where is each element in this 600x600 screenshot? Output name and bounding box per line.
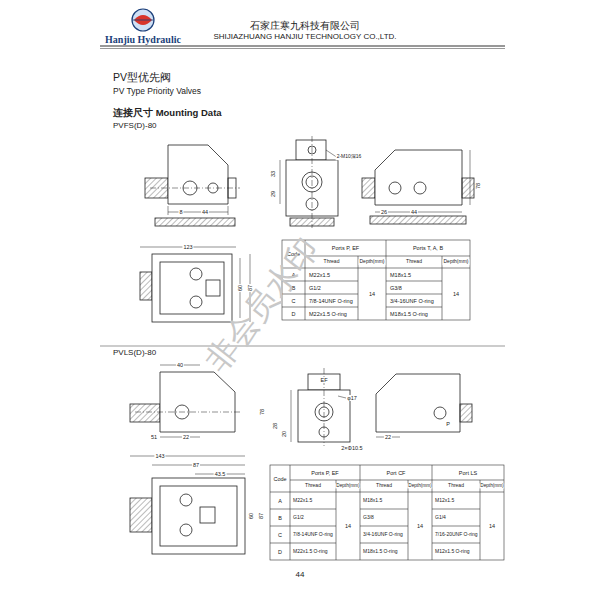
pvfs-views xyxy=(140,136,474,322)
dimension: φ17 xyxy=(346,395,358,401)
table-cell: 14 xyxy=(368,291,376,297)
dimension: 40 xyxy=(176,362,184,368)
table-cell: M18x1.5 O-ring xyxy=(389,310,429,316)
table-cell: M18x1.5 xyxy=(362,498,383,504)
table-header: Code xyxy=(272,475,287,481)
table-header: Depth(mm) xyxy=(479,483,504,488)
page-number: 44 xyxy=(295,571,306,580)
table-header: Thread xyxy=(323,259,341,265)
dimension: 2-M10深16 xyxy=(336,154,363,160)
brand-name: Hanjiu Hydraulic xyxy=(104,34,182,45)
table-cell: 14 xyxy=(416,523,424,529)
model-name: PVLS(D)-80 xyxy=(112,349,157,358)
table-header: Thread xyxy=(375,483,393,489)
dimension: 20 xyxy=(281,430,287,438)
table-header: Depth(mm) xyxy=(358,259,385,265)
table-cell: 7/8-14UNF O-ring xyxy=(292,532,334,538)
dimension: 22 xyxy=(182,434,190,440)
table-cell: 3/4-16UNF O-ring xyxy=(389,297,435,303)
dimension: 87 xyxy=(258,512,264,520)
table-header: Thread xyxy=(447,483,465,489)
header-rule xyxy=(100,46,505,49)
table-cell: 7/16-20UNF O-ring xyxy=(434,532,479,538)
dimension: 78 xyxy=(259,408,265,416)
table-cell: 14 xyxy=(452,291,460,297)
page-title: PV型优先阀 xyxy=(112,72,172,84)
table-cell: C xyxy=(291,297,297,303)
table-header: Port CF xyxy=(386,469,407,475)
table-cell: M22x1.5 xyxy=(308,271,331,277)
table-cell: C xyxy=(277,531,283,537)
table-cell: 14 xyxy=(344,523,352,529)
table-header: Thread xyxy=(304,483,322,489)
table-header: Thread xyxy=(405,259,423,265)
table-header: Depth(mm) xyxy=(335,483,360,488)
dimension: 26 xyxy=(380,209,388,215)
table-grid xyxy=(270,465,504,560)
table-header: Ports P, EF xyxy=(331,245,360,251)
port-label: EF xyxy=(319,377,328,383)
table-header: Ports P, EF xyxy=(310,469,339,475)
watermark: 非会员水印 xyxy=(199,231,325,379)
table-cell: M18x1.5 xyxy=(389,271,412,277)
dimension: 33 xyxy=(270,170,276,178)
dimension: 44 xyxy=(410,209,418,215)
table-cell: M22x1.5 O-ring xyxy=(292,549,328,555)
table-cell: G3/8 xyxy=(362,515,375,521)
company-logo xyxy=(132,9,154,31)
subtitle: PV Type Priority Valves xyxy=(112,87,202,96)
table-cell: G1/4 xyxy=(434,515,447,521)
dimension: 87 xyxy=(192,462,200,468)
dimension: 8 xyxy=(178,209,183,215)
table-cell: M22x1.5 O-ring xyxy=(308,310,348,316)
table-cell: D xyxy=(291,310,297,316)
table-cell: D xyxy=(277,548,283,554)
dimension: 28 xyxy=(272,422,278,430)
section-rule xyxy=(100,346,505,347)
dimension: 78 xyxy=(475,182,481,190)
pvls-views xyxy=(130,365,472,554)
table-cell: M22x1.5 xyxy=(292,498,313,504)
model-name: PVFS(D)-80 xyxy=(112,122,158,131)
dimension: 60 xyxy=(248,512,254,520)
table-header: Ports T, A, B xyxy=(412,245,444,251)
table-cell: A xyxy=(277,497,283,503)
dimension: 60 xyxy=(237,284,243,292)
table-cell: M18x1.5 O-ring xyxy=(362,549,398,555)
table-cell: M12x1.5 O-ring xyxy=(434,549,470,555)
table-header: Port LS xyxy=(458,469,478,475)
table-cell: M12x1.5 xyxy=(434,498,455,504)
dimension: 51 xyxy=(150,434,158,440)
dimension: 123 xyxy=(182,244,193,250)
dimension: 22 xyxy=(384,434,392,440)
table-cell: 7/8-14UNF O-ring xyxy=(308,297,354,303)
dimension: 143 xyxy=(154,453,165,459)
dimension: 44 xyxy=(201,209,209,215)
table-cell: 3/4-16UNF O-ring xyxy=(362,532,404,538)
port-label: P xyxy=(445,421,451,427)
table-header: Depth(mm) xyxy=(407,483,432,488)
company-name-en: SHIJIAZHUANG HANJIU TECHNOLOGY CO.,LTD. xyxy=(212,33,397,42)
company-name: 石家庄寒九科技有限公司 xyxy=(249,20,361,31)
table-cell: G1/2 xyxy=(308,284,322,290)
dimension: 29 xyxy=(270,190,276,198)
table-header: Depth(mm) xyxy=(442,259,469,265)
table-cell: 14 xyxy=(488,523,496,529)
table-cell: G1/2 xyxy=(292,515,305,521)
dimension: 43.5 xyxy=(214,471,227,477)
dimension: 2×Φ10.5 xyxy=(340,445,363,451)
table-cell: G3/8 xyxy=(389,284,403,290)
section-heading: 连接尺寸 Mounting Data xyxy=(112,108,223,118)
table-cell: B xyxy=(277,514,283,520)
